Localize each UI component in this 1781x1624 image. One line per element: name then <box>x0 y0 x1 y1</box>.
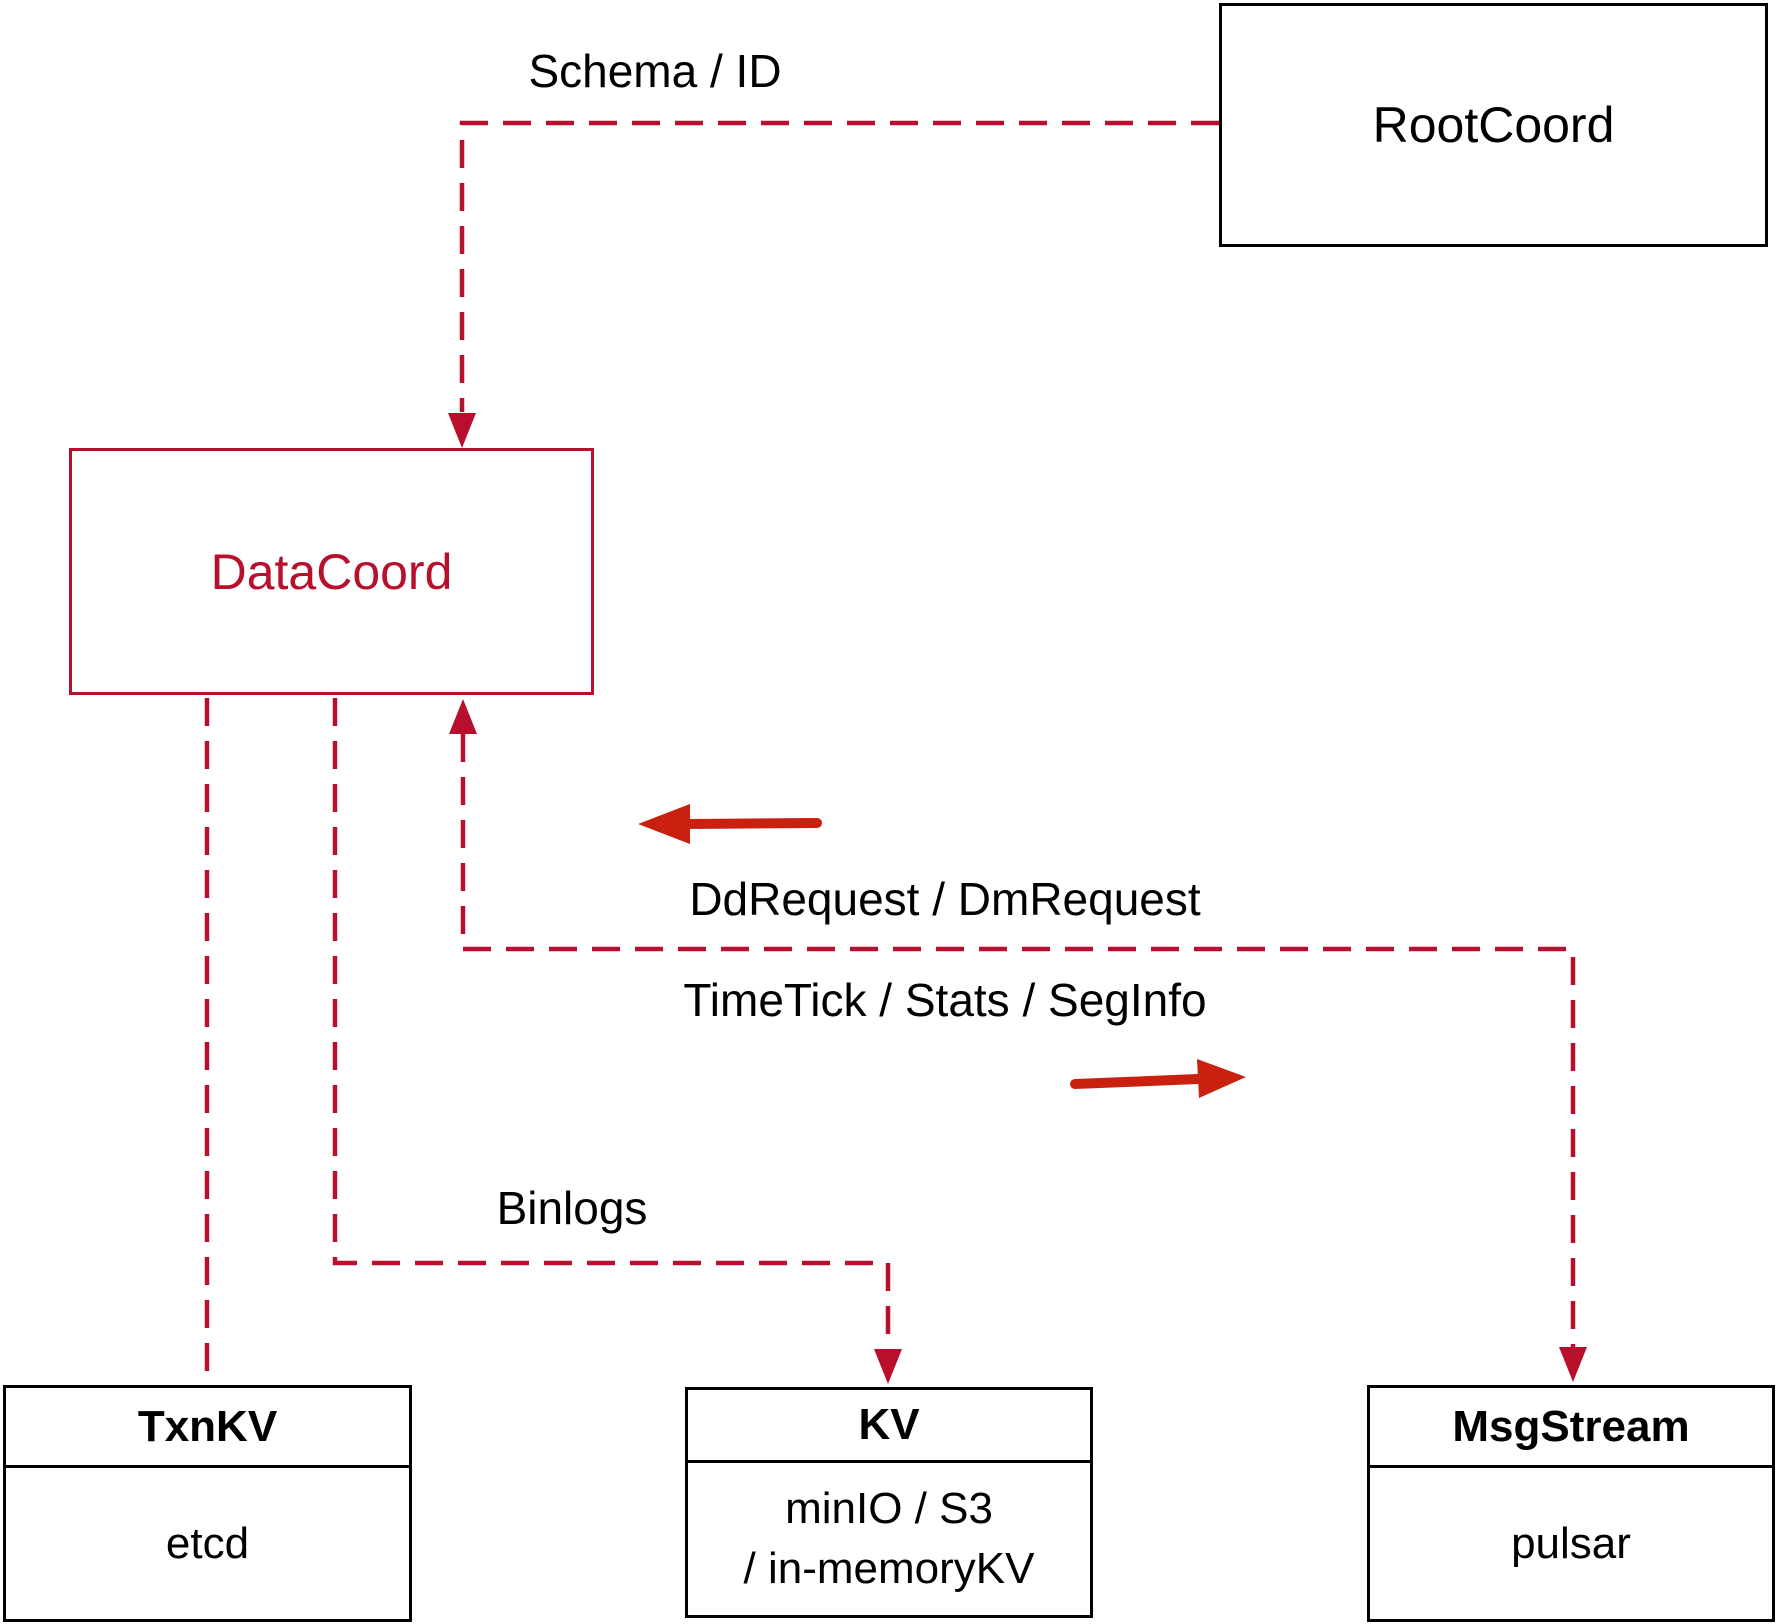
node-kv: KV minIO / S3 / in-memoryKV <box>685 1387 1093 1618</box>
node-msgstream: MsgStream pulsar <box>1367 1385 1775 1622</box>
edge-schema-id-arrowhead <box>448 413 476 448</box>
edge-label-binlogs: Binlogs <box>496 1182 648 1234</box>
edge-label-ddrequest-dmrequest: DdRequest / DmRequest <box>689 873 1201 925</box>
edge-datacoord-up-arrowhead <box>449 699 477 734</box>
node-rootcoord: RootCoord <box>1219 3 1768 247</box>
solid-arrow-left <box>638 804 822 844</box>
kv-body-line1: minIO / S3 <box>785 1484 993 1533</box>
edge-msgstream-datacoord-line <box>460 734 1576 1347</box>
rootcoord-label: RootCoord <box>1372 97 1615 153</box>
solid-arrow-right <box>1070 1059 1246 1098</box>
edge-schema-id-line <box>459 120 1219 412</box>
edge-label-schema-id: Schema / ID <box>528 45 782 97</box>
msgstream-body: pulsar <box>1511 1518 1631 1568</box>
msgstream-title: MsgStream <box>1370 1388 1772 1468</box>
datacoord-label: DataCoord <box>210 543 453 600</box>
node-txnkv: TxnKV etcd <box>3 1385 412 1622</box>
edge-label-timetick-stats-seginfo: TimeTick / Stats / SegInfo <box>683 974 1207 1026</box>
txnkv-body: etcd <box>165 1518 250 1568</box>
edge-binlogs-line <box>332 698 891 1349</box>
kv-title: KV <box>688 1390 1090 1463</box>
node-datacoord: DataCoord <box>69 448 594 695</box>
edge-binlogs-arrowhead <box>874 1349 902 1384</box>
kv-body-line2: / in-memoryKV <box>743 1544 1035 1593</box>
txnkv-title: TxnKV <box>6 1388 409 1468</box>
edge-msgstream-down-arrowhead <box>1559 1347 1587 1382</box>
